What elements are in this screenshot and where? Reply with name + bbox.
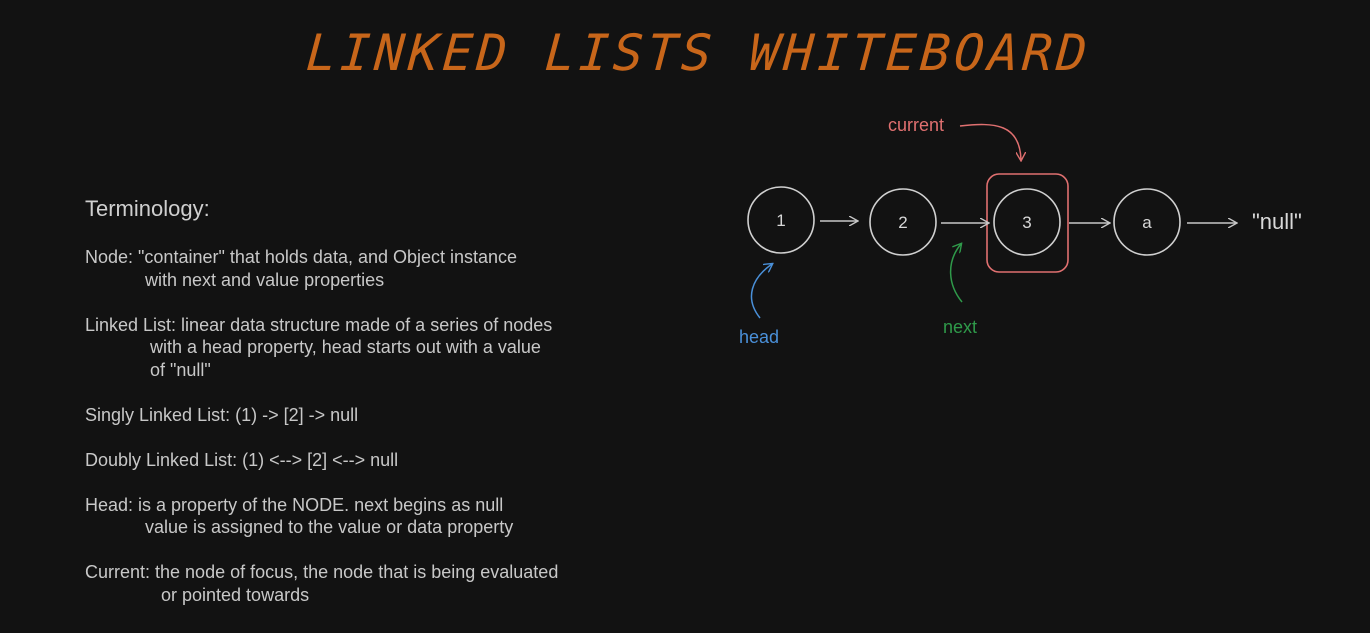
- list-node-4-label: a: [1142, 213, 1152, 232]
- terminology-panel: Terminology: Node: "container" that hold…: [85, 196, 645, 629]
- pointer-next-label: next: [943, 317, 977, 337]
- term-node: Node: "container" that holds data, and O…: [85, 246, 645, 291]
- term-head-line-1: Head: is a property of the NODE. next be…: [85, 494, 504, 515]
- list-node-3-label: 3: [1022, 213, 1031, 232]
- terminology-heading: Terminology:: [85, 196, 210, 221]
- pointer-next-arrow: [949, 244, 963, 303]
- pointer-current-label: current: [888, 115, 944, 135]
- term-linked-list-line-1: Linked List: linear data structure made …: [85, 314, 553, 335]
- term-linked-list-line-3: of "null": [150, 359, 211, 380]
- term-current-line-1: Current: the node of focus, the node tha…: [85, 562, 559, 582]
- list-node-1: 1: [747, 186, 815, 254]
- pointer-head-label: head: [739, 327, 779, 347]
- term-linked-list-line-2: with a head property, head starts out wi…: [150, 337, 541, 357]
- tail-null-label: "null": [1252, 209, 1302, 234]
- list-node-2: 2: [869, 188, 937, 256]
- term-singly-line-1: Singly Linked List: (1) -> [2] -> null: [85, 404, 359, 425]
- term-doubly: Doubly Linked List: (1) <--> [2] <--> nu…: [85, 449, 645, 472]
- list-node-4: a: [1113, 188, 1181, 256]
- term-singly: Singly Linked List: (1) -> [2] -> null: [85, 404, 645, 427]
- term-head-line-2: value is assigned to the value or data p…: [145, 517, 514, 537]
- pointer-current-arrow: [959, 123, 1021, 160]
- list-node-3: 3: [993, 188, 1061, 256]
- term-linked-list: Linked List: linear data structure made …: [85, 314, 645, 382]
- pointer-head-arrow: [750, 264, 772, 319]
- term-head: Head: is a property of the NODE. next be…: [85, 494, 645, 539]
- term-current: Current: the node of focus, the node tha…: [85, 561, 645, 606]
- list-node-2-label: 2: [898, 213, 907, 232]
- list-node-1-label: 1: [776, 211, 785, 230]
- term-node-line-2: with next and value properties: [145, 269, 385, 290]
- term-current-line-2: or pointed towards: [161, 584, 310, 605]
- term-doubly-line-1: Doubly Linked List: (1) <--> [2] <--> nu…: [85, 449, 399, 470]
- term-node-line-1: Node: "container" that holds data, and O…: [85, 247, 518, 267]
